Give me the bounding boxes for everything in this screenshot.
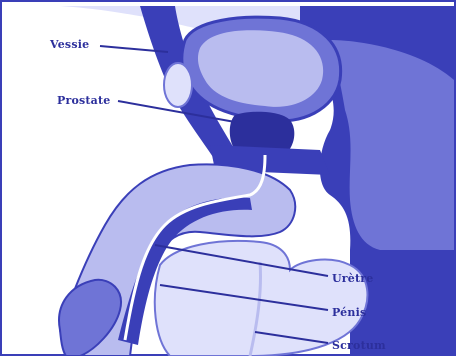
label-uretre: Urètre: [332, 272, 373, 285]
pubic-symphysis: [164, 63, 192, 107]
label-prostate: Prostate: [57, 94, 111, 107]
label-penis: Pénis: [332, 306, 366, 319]
label-vessie: Vessie: [49, 38, 89, 51]
label-scrotum: Scrotum: [332, 339, 386, 352]
